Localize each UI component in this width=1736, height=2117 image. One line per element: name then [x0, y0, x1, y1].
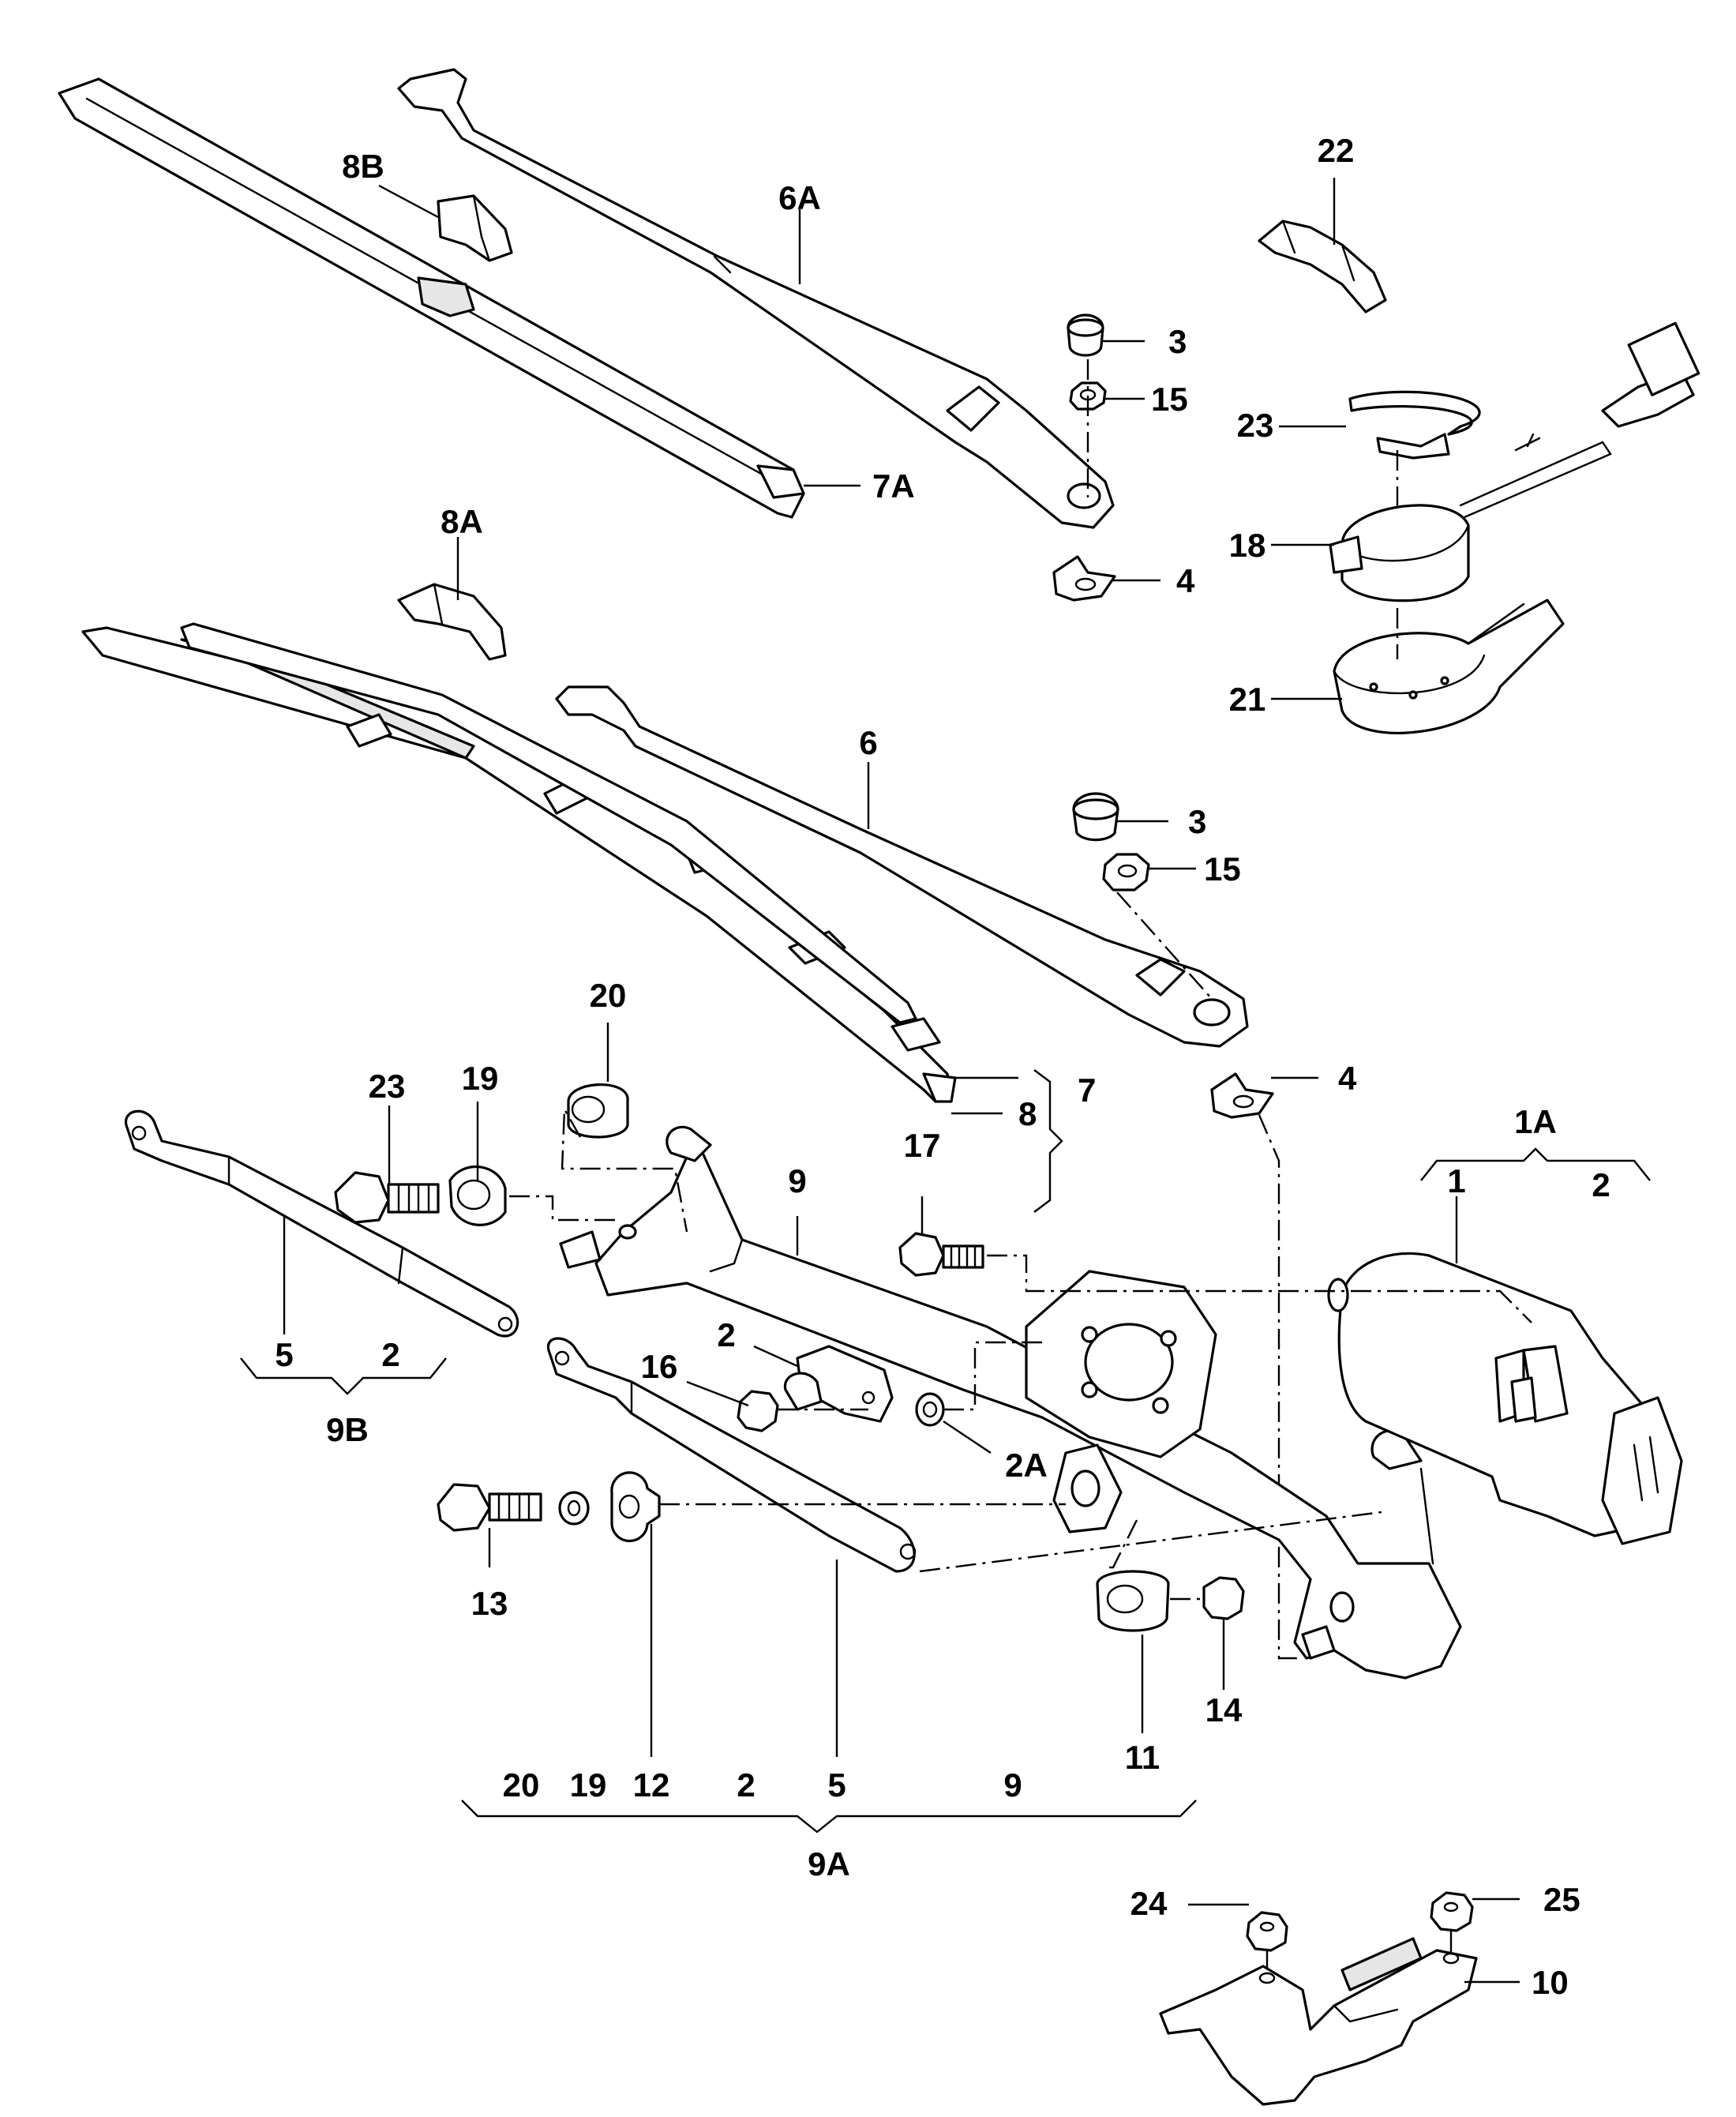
part-10-bracket [1159, 1937, 1478, 2106]
label-17: 17 [904, 1127, 941, 1164]
label-11: 11 [1125, 1739, 1160, 1776]
part-1-wiper-motor [1327, 1252, 1683, 1545]
label-19-upper: 19 [462, 1060, 499, 1097]
label-2A: 2A [1005, 1447, 1048, 1484]
part-12-bushing [610, 1471, 661, 1543]
label-2-motor: 2 [1592, 1166, 1610, 1203]
label-5-9B: 5 [275, 1336, 293, 1373]
label-8B: 8B [342, 148, 384, 185]
part-4-washer-upper [1052, 555, 1116, 602]
label-20-9A: 20 [503, 1766, 540, 1804]
part-2A-bushing [915, 1392, 945, 1427]
part-24-nut [1246, 1911, 1288, 1952]
part-23-bolt [334, 1171, 440, 1224]
label-20-upper: 20 [590, 977, 627, 1014]
label-24: 24 [1130, 1885, 1168, 1922]
part-2-ball-pin [783, 1345, 894, 1423]
label-1: 1 [1447, 1162, 1465, 1199]
part-7A-wiper-blade [58, 77, 805, 519]
label-23-lower: 23 [369, 1068, 406, 1105]
label-6A: 6A [778, 179, 821, 216]
part-14-nut [1170, 1576, 1245, 1620]
label-19-9A: 19 [570, 1766, 607, 1804]
part-3-cap-lower [1072, 792, 1119, 842]
part-19-bushing [448, 1165, 507, 1226]
label-2-pin: 2 [717, 1316, 735, 1353]
label-2-9B: 2 [381, 1336, 399, 1373]
part-6A-wiper-arm [397, 68, 1115, 529]
callout-labels: 8B 6A 22 3 15 23 7A 18 8A 4 21 6 3 15 20… [275, 132, 1610, 2001]
label-8: 8 [1018, 1095, 1037, 1132]
part-8A-adapter [397, 583, 507, 661]
part-23-ring [1348, 390, 1481, 460]
label-15-upper: 15 [1151, 381, 1188, 418]
label-9: 9 [788, 1162, 806, 1199]
leader-lines [283, 178, 1520, 1984]
part-3-cap-upper [1067, 313, 1104, 357]
label-23-upper: 23 [1237, 407, 1274, 444]
part-5-link-rod-9A [546, 1337, 917, 1573]
label-7: 7 [1078, 1072, 1096, 1109]
label-5-9A: 5 [827, 1766, 846, 1804]
label-25: 25 [1543, 1881, 1580, 1918]
label-9A: 9A [808, 1845, 850, 1882]
part-18-motor-cap [1329, 321, 1700, 602]
part-9-linkage-frame [559, 1125, 1462, 1680]
label-9-9A: 9 [1003, 1766, 1022, 1804]
label-8A: 8A [441, 503, 483, 540]
part-8-wiper-blade [81, 626, 957, 1103]
part-25-nut [1430, 1891, 1474, 1932]
part-17-bolt [898, 1232, 984, 1277]
part-22-clamp [1258, 220, 1387, 313]
part-21-base-cup [1333, 599, 1565, 734]
label-6: 6 [859, 724, 877, 761]
label-10: 10 [1532, 1964, 1569, 2001]
label-3-upper: 3 [1168, 323, 1187, 360]
part-8B-adapter-clip [437, 194, 513, 262]
part-13-bolt [437, 1483, 542, 1532]
label-4-upper: 4 [1176, 562, 1195, 599]
part-15-nut-lower [1102, 853, 1150, 891]
part-7-wiper-spline [180, 622, 917, 1024]
label-12: 12 [633, 1766, 670, 1804]
label-7A: 7A [872, 467, 915, 505]
group-braces [240, 1069, 1651, 1834]
label-21: 21 [1229, 681, 1266, 718]
part-20-bushing-upper [567, 1083, 629, 1139]
label-3-lower: 3 [1188, 803, 1206, 840]
label-13: 13 [471, 1585, 508, 1622]
label-16: 16 [641, 1348, 678, 1385]
label-15-lower: 15 [1204, 850, 1241, 888]
label-18: 18 [1229, 527, 1266, 564]
label-2-9A: 2 [737, 1766, 755, 1804]
label-22: 22 [1318, 132, 1355, 169]
part-11-bushing [1096, 1570, 1170, 1632]
part-16-nut [737, 1390, 779, 1432]
part-4-washer-lower [1210, 1072, 1274, 1119]
label-14: 14 [1205, 1691, 1243, 1729]
part-6-wiper-arm [555, 685, 1249, 1048]
label-1A: 1A [1514, 1103, 1557, 1140]
label-9B: 9B [326, 1411, 369, 1448]
label-4-lower: 4 [1338, 1060, 1357, 1097]
part-5-link-rod-9B [124, 1109, 519, 1338]
part-13-washer [558, 1491, 590, 1526]
